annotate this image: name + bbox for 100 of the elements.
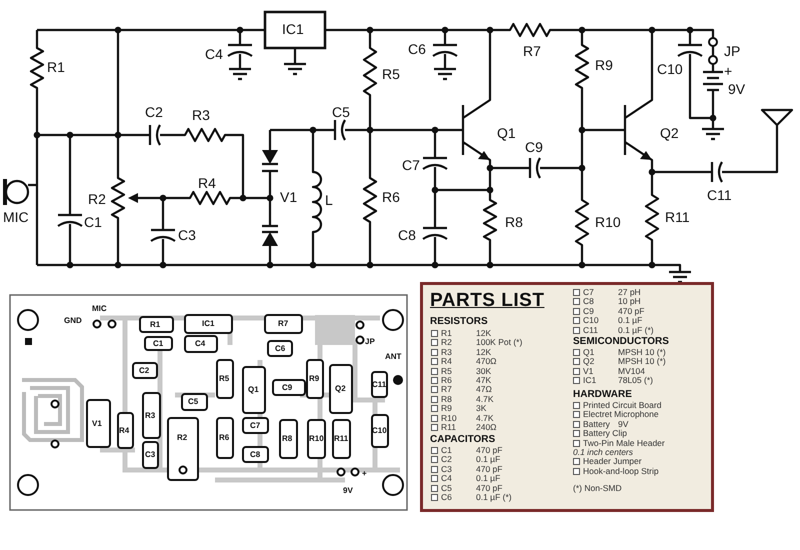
part-designator: C5 — [441, 484, 452, 492]
part-value: 240Ω — [476, 423, 497, 432]
part-designator: R6 — [441, 376, 452, 384]
footnote: (*) Non-SMD — [573, 484, 622, 492]
silkscreen-label: R5 — [219, 375, 230, 383]
part-value: 470Ω — [476, 357, 497, 366]
silkscreen-label: C2 — [139, 367, 150, 375]
component-label: R1 — [47, 60, 65, 74]
part-value: 0.1 µF (*) — [618, 326, 654, 334]
part-value: MPSH 10 (*) — [618, 357, 666, 366]
part-designator: C9 — [583, 306, 594, 316]
part-designator: C4 — [441, 474, 452, 483]
silkscreen-label: C8 — [250, 451, 260, 459]
silkscreen-label: C9 — [282, 384, 292, 392]
part-value: 470 pF — [476, 464, 502, 474]
component-label: C5 — [332, 105, 350, 119]
silkscreen-label: R2 — [177, 434, 188, 442]
section-heading: SEMICONDUCTORS — [573, 337, 669, 347]
section-heading: CAPACITORS — [430, 435, 496, 445]
silkscreen-label: Q1 — [248, 386, 259, 394]
part-designator: R2 — [441, 338, 452, 347]
component-label: C9 — [525, 140, 543, 154]
hardware-item: Electret Microphone — [583, 410, 659, 419]
terminal-label: JP — [724, 44, 740, 58]
part-designator: R4 — [441, 357, 452, 366]
note-text: 0.1 inch centers — [573, 448, 634, 456]
silkscreen-label: C6 — [275, 345, 286, 353]
hardware-item: Battery — [583, 420, 610, 428]
silkscreen-label: V1 — [92, 420, 102, 428]
part-value: 100K Pot (*) — [476, 338, 522, 347]
silkscreen-label: R3 — [145, 412, 156, 420]
terminal-label: MIC — [3, 210, 29, 224]
part-value: 4.7K — [476, 394, 494, 404]
component-label: Q2 — [660, 126, 679, 140]
component-label: C7 — [402, 158, 420, 172]
component-label: IC1 — [282, 22, 304, 36]
part-designator: R5 — [441, 366, 452, 376]
part-designator: C2 — [441, 455, 452, 464]
part-value: MV104 — [618, 366, 645, 376]
part-value: 9V — [618, 420, 628, 428]
hardware-item: Two-Pin Male Header — [583, 438, 665, 448]
part-value: 12K — [476, 329, 492, 338]
part-designator: V1 — [583, 366, 594, 376]
hardware-item: Header Jumper — [583, 457, 642, 466]
polarity-sign: + — [362, 470, 367, 478]
hardware-item: Battery Clip — [583, 429, 627, 438]
part-designator: C8 — [583, 297, 594, 306]
component-label: C1 — [84, 215, 102, 229]
component-label: C6 — [408, 42, 426, 56]
part-designator: IC1 — [583, 376, 596, 385]
part-designator: C11 — [583, 326, 598, 334]
component-label: R10 — [595, 215, 621, 229]
part-designator: R3 — [441, 348, 452, 356]
part-value: 78L05 (*) — [618, 376, 653, 385]
terminal-label: MIC — [92, 305, 107, 313]
component-label: R5 — [382, 67, 400, 81]
part-value: 30K — [476, 366, 492, 376]
silkscreen-label: C5 — [188, 398, 198, 406]
component-label: C10 — [657, 62, 683, 76]
part-value: 0.1 µF (*) — [476, 493, 512, 502]
component-label: R11 — [665, 210, 690, 224]
terminal-label: ANT — [385, 353, 402, 361]
part-value: 0.1 µF — [618, 316, 642, 325]
silkscreen-label: R10 — [309, 435, 324, 443]
silkscreen-label: C7 — [250, 422, 260, 430]
silkscreen-label: R8 — [282, 435, 292, 443]
part-designator: C1 — [441, 446, 452, 454]
silkscreen-label: R1 — [150, 321, 160, 329]
silkscreen-label: R11 — [334, 435, 348, 443]
hardware-item: Hook-and-loop Strip — [583, 466, 659, 476]
part-designator: Q1 — [583, 348, 594, 356]
component-label: C11 — [707, 188, 732, 202]
voltage-label: 9V — [343, 487, 353, 495]
terminal-label: JP — [365, 338, 375, 346]
part-value: 470 pF — [618, 306, 644, 316]
part-value: 0.1 µF — [476, 474, 500, 483]
component-label: R9 — [595, 58, 613, 72]
polarity-sign: + — [724, 64, 732, 78]
part-value: 47K — [476, 376, 492, 384]
section-heading: HARDWARE — [573, 390, 632, 400]
part-designator: C3 — [441, 464, 452, 474]
terminal-label: GND — [64, 317, 82, 325]
part-value: 27 pH — [618, 288, 641, 296]
component-label: C3 — [178, 228, 196, 242]
part-designator: R8 — [441, 394, 452, 404]
part-value: MPSH 10 (*) — [618, 348, 666, 356]
component-label: R3 — [192, 108, 210, 122]
part-value: 10 pH — [618, 297, 641, 306]
part-value: 4.7K — [476, 414, 494, 422]
component-label: C4 — [205, 47, 223, 61]
silkscreen-label: R4 — [119, 427, 130, 435]
hardware-item: Printed Circuit Board — [583, 401, 662, 410]
section-heading: RESISTORS — [430, 317, 488, 327]
silkscreen-label: Q2 — [335, 385, 346, 393]
component-label: C2 — [145, 105, 163, 119]
silkscreen-label: R9 — [309, 375, 320, 383]
silkscreen-label: IC1 — [202, 320, 214, 328]
part-designator: C10 — [583, 316, 599, 325]
part-value: 3K — [476, 404, 486, 413]
silkscreen-label: R7 — [278, 320, 288, 328]
